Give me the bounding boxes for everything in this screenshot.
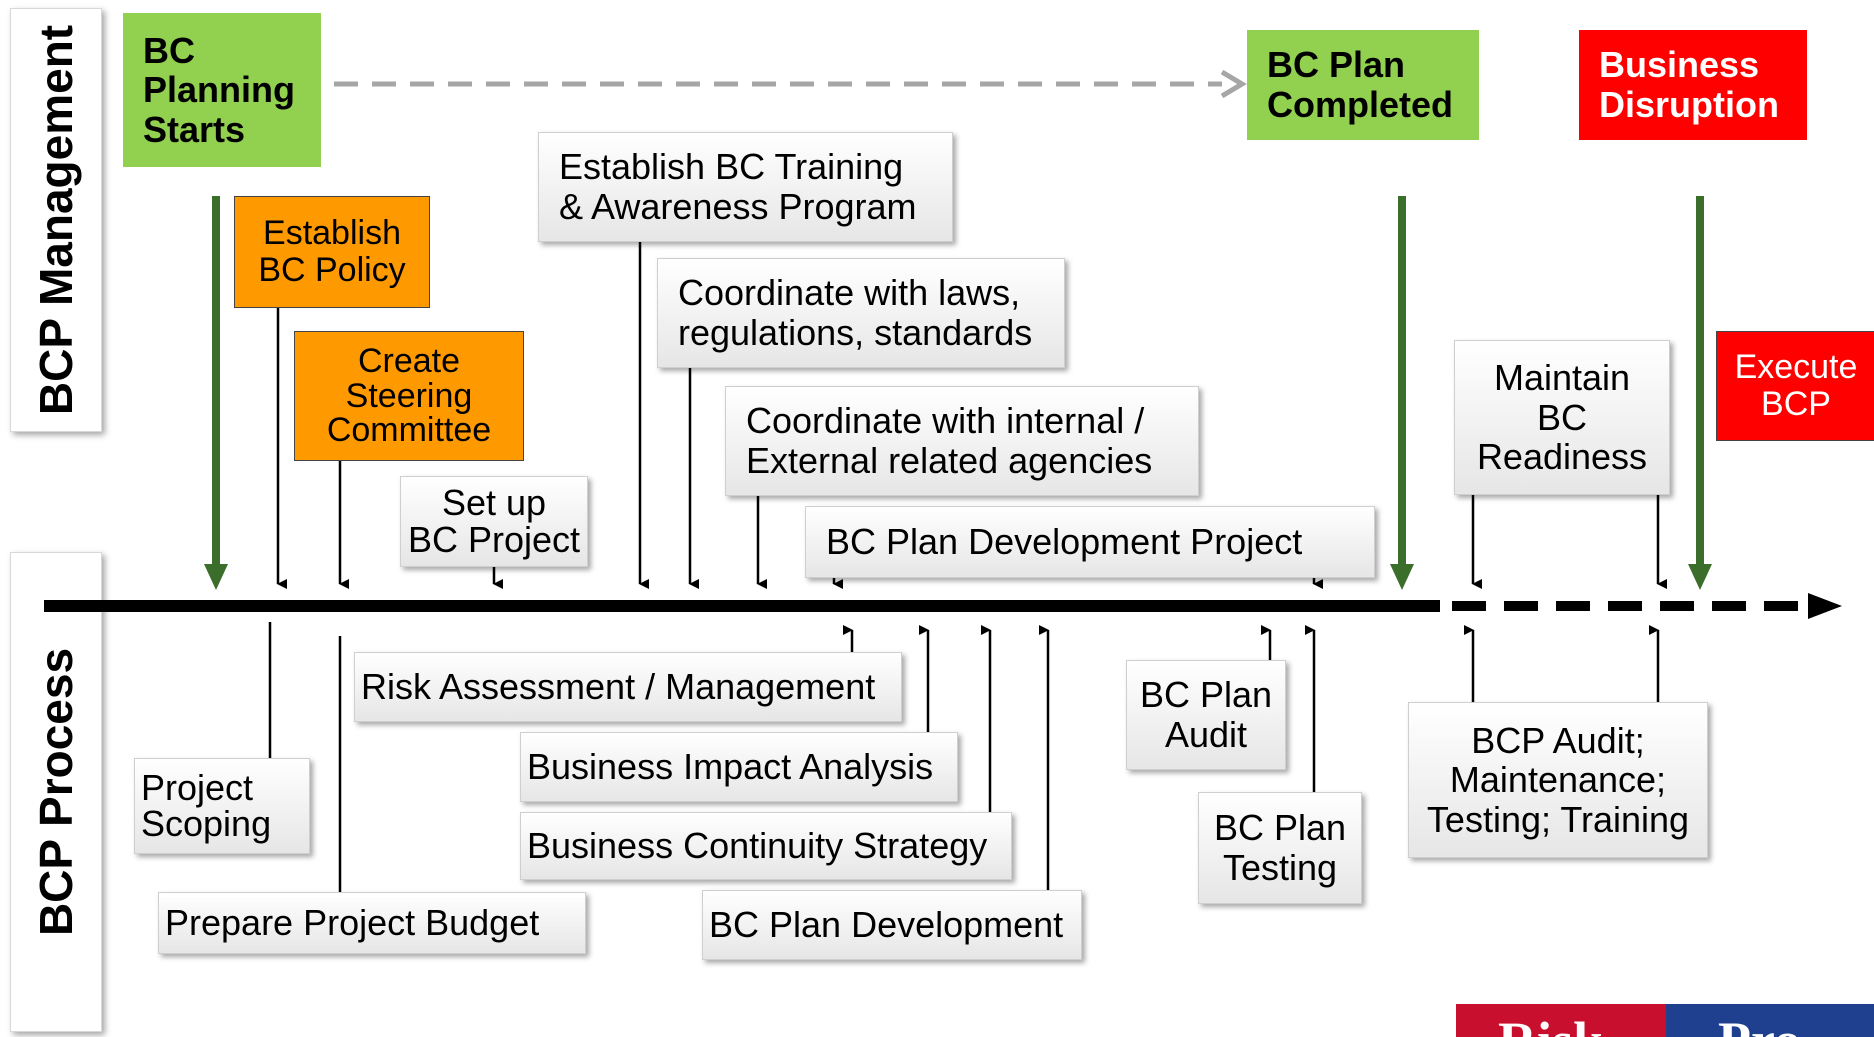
business-disruption-milestone: Business Disruption — [1579, 30, 1807, 140]
bc-plan-development-box: BC Plan Development — [702, 890, 1082, 960]
logo-text-pro: Pro — [1718, 1010, 1801, 1037]
risk-assessment-box: Risk Assessment / Management — [354, 652, 902, 722]
business-impact-analysis-box: Business Impact Analysis — [520, 732, 958, 802]
bcp-audit-maintenance-box: BCP Audit; Maintenance; Testing; Trainin… — [1408, 702, 1708, 858]
management-connectors — [276, 240, 1667, 589]
bc-planning-starts-milestone: BC Planning Starts — [123, 13, 321, 167]
process-connectors — [268, 622, 1660, 892]
bcp-management-label: BCP Management — [10, 8, 102, 432]
bc-plan-audit-box: BC Plan Audit — [1126, 660, 1286, 770]
coordinate-laws-box: Coordinate with laws, regulations, stand… — [657, 258, 1065, 368]
timeline-arrowhead — [1808, 593, 1842, 619]
logo-text-risk: Risk — [1498, 1010, 1603, 1037]
coordinate-agencies-box: Coordinate with internal / External rela… — [725, 386, 1199, 496]
establish-bc-policy-box: Establish BC Policy — [234, 196, 430, 308]
bc-plan-testing-box: BC Plan Testing — [1198, 792, 1362, 904]
risk-pro-logo: Risk Pro — [1456, 1004, 1874, 1037]
bc-plan-development-project-box: BC Plan Development Project — [805, 506, 1375, 578]
bcp-process-label: BCP Process — [10, 552, 102, 1032]
bc-plan-completed-milestone: BC Plan Completed — [1247, 30, 1479, 140]
set-up-bc-project-box: Set up BC Project — [400, 476, 588, 567]
maintain-bc-readiness-box: Maintain BC Readiness — [1454, 340, 1670, 495]
business-continuity-strategy-box: Business Continuity Strategy — [520, 812, 1012, 880]
planning-to-completed-arrowhead — [1220, 69, 1247, 99]
prepare-project-budget-box: Prepare Project Budget — [158, 892, 586, 954]
execute-bcp-box: Execute BCP — [1716, 331, 1874, 441]
create-steering-committee-box: Create Steering Committee — [294, 331, 524, 461]
establish-training-program-box: Establish BC Training & Awareness Progra… — [538, 132, 953, 242]
milestone-arrows — [204, 196, 1712, 590]
project-scoping-box: Project Scoping — [134, 758, 310, 854]
